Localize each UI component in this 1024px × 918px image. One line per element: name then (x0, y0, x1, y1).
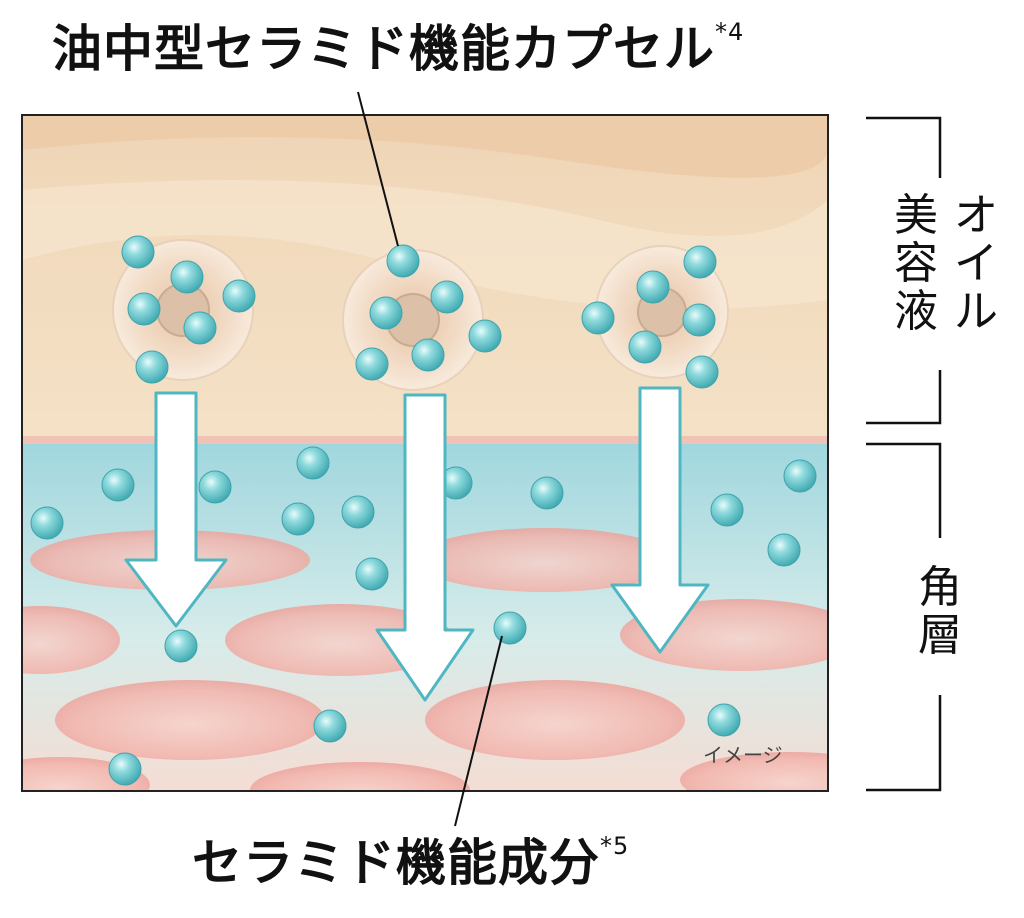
down-arrow (610, 386, 710, 654)
capsule-label-footnote: *4 (715, 18, 745, 46)
ceramide-droplet (281, 502, 315, 536)
ceramide-droplet (170, 260, 204, 294)
ceramide-droplet (369, 296, 403, 330)
image-note: イメージ (703, 743, 783, 767)
component-leader-line (454, 635, 503, 827)
ceramide-droplet (707, 703, 741, 737)
ceramide-droplet (628, 330, 662, 364)
ceramide-droplet (198, 470, 232, 504)
bracket-stratum-corneum (866, 442, 942, 792)
capsule-label-text: 油中型セラミド機能カプセル (52, 20, 715, 78)
ceramide-droplet (183, 311, 217, 345)
ceramide-droplets (30, 235, 817, 786)
ceramide-droplet (101, 468, 135, 502)
oil-surface-wave (22, 115, 828, 178)
corneocyte-cell (680, 752, 828, 791)
ceramide-droplet (313, 709, 347, 743)
ceramide-droplet (581, 301, 615, 335)
ceramide-droplet (386, 244, 420, 278)
ceramide-droplet (127, 292, 161, 326)
corneocyte-cell (425, 680, 685, 760)
ceramide-droplet (296, 446, 330, 480)
ceramide-droplet (164, 629, 198, 663)
down-arrow (375, 393, 475, 702)
diagram-frame (21, 114, 829, 792)
stratum-corneum-label: 角層 (918, 562, 962, 661)
ceramide-droplet (767, 533, 801, 567)
ceramide-droplet (430, 280, 464, 314)
capsule-leader-line (357, 91, 399, 247)
corneocyte-cell (22, 606, 120, 674)
bracket-oil-serum (866, 116, 942, 425)
ceramide-droplet (135, 350, 169, 384)
ceramide-droplet (411, 338, 445, 372)
penetration-arrows (124, 386, 710, 702)
ceramide-droplet (530, 476, 564, 510)
ceramide-droplet (222, 279, 256, 313)
ceramide-droplet (341, 495, 375, 529)
ceramide-droplet (30, 506, 64, 540)
ceramide-droplet (710, 493, 744, 527)
corneocyte-cell (55, 680, 325, 760)
ceramide-droplet (682, 303, 716, 337)
capsule-label: 油中型セラミド機能カプセル*4 (52, 20, 744, 74)
corneocyte-cell (415, 528, 675, 592)
oil-layer-label-line2: 美容液 (894, 190, 938, 337)
ceramide-droplet (355, 347, 389, 381)
down-arrow (124, 391, 228, 628)
ceramide-droplet (636, 270, 670, 304)
layer-brackets (866, 116, 942, 792)
ceramide-droplet (355, 557, 389, 591)
ceramide-droplet (121, 235, 155, 269)
corneocyte-cell (250, 762, 470, 791)
component-label-footnote: *5 (600, 832, 630, 860)
ceramide-droplet (493, 611, 527, 645)
ceramide-droplet (783, 459, 817, 493)
component-label-text: セラミド機能成分 (192, 834, 600, 892)
ceramide-droplet (683, 245, 717, 279)
ceramide-droplet (108, 752, 142, 786)
component-label: セラミド機能成分*5 (192, 834, 629, 888)
ceramide-droplet (685, 355, 719, 389)
ceramide-droplet (468, 319, 502, 353)
oil-layer-label-line1: オイル (954, 190, 998, 337)
